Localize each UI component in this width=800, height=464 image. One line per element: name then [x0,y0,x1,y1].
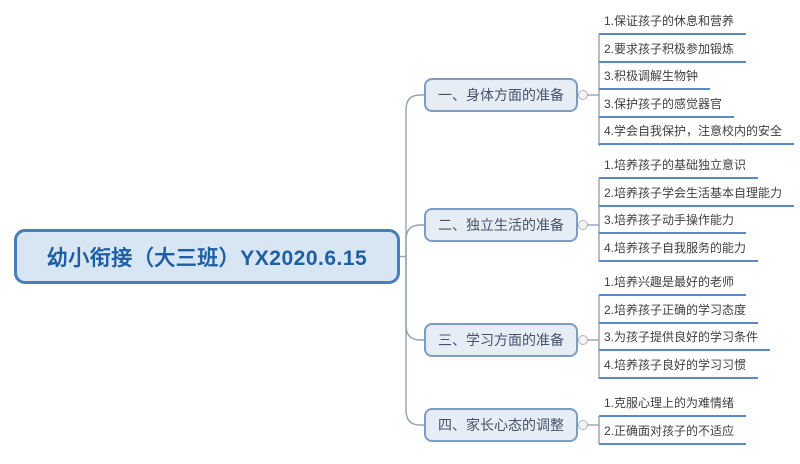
leaf-topic[interactable]: 2.培养孩子正确的学习态度 [599,299,759,324]
leaf-topic[interactable]: 4.学会自我保护，注意校内的安全 [599,120,795,145]
leaf-topic[interactable]: 1.培养兴趣是最好的老师 [599,271,747,296]
leaf-topic[interactable]: 1.培养孩子的基础独立意识 [599,154,759,179]
leaf-topic[interactable]: 1.克服心理上的为难情绪 [599,392,747,417]
root-topic[interactable]: 幼小衔接（大三班）YX2020.6.15 [14,229,400,284]
leaf-topic[interactable]: 4.培养孩子自我服务的能力 [599,237,759,262]
leaf-topic[interactable]: 2.正确面对孩子的不适应 [599,420,747,445]
leaf-topic[interactable]: 4.培养孩子良好的学习习惯 [599,354,759,379]
branch-topic-2[interactable]: 二、独立生活的准备 [424,208,578,242]
branch-topic-4[interactable]: 四、家长心态的调整 [424,408,578,442]
branch-topic-1[interactable]: 一、身体方面的准备 [424,78,578,112]
leaf-topic[interactable]: 2.培养孩子学会生活基本自理能力 [599,182,795,207]
leaf-group: 1.克服心理上的为难情绪 2.正确面对孩子的不适应 [599,392,747,447]
collapse-handle-icon[interactable] [578,335,588,345]
leaf-topic[interactable]: 3.保护孩子的感觉器官 [599,93,735,118]
collapse-handle-icon[interactable] [578,420,588,430]
connector-path [405,94,424,257]
leaf-topic[interactable]: 3.培养孩子动手操作能力 [599,209,747,234]
leaf-topic[interactable]: 3.积极调解生物钟 [599,65,711,90]
branch-topic-3[interactable]: 三、学习方面的准备 [424,323,578,357]
connector-path [405,256,424,341]
leaf-topic[interactable]: 3.为孩子提供良好的学习条件 [599,326,771,351]
leaf-topic[interactable]: 1.保证孩子的休息和营养 [599,10,747,35]
leaf-topic[interactable]: 2.要求孩子积极参加锻炼 [599,38,747,63]
collapse-handle-icon[interactable] [578,220,588,230]
connector-path [405,224,424,257]
connector-path [405,256,424,426]
collapse-handle-icon[interactable] [578,90,588,100]
